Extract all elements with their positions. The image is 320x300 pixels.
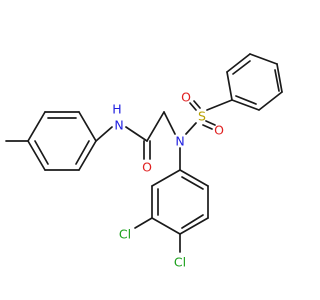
bond-layer xyxy=(5,53,283,253)
bond xyxy=(226,53,251,73)
bond xyxy=(146,111,165,142)
molecule-canvas: H N O N S O O Cl Cl xyxy=(5,53,283,270)
bond xyxy=(274,69,280,92)
bond xyxy=(185,122,197,135)
bond xyxy=(276,63,283,93)
atom-o-sulfonyl-1: O xyxy=(181,90,191,105)
atom-n-sulfonamide: N xyxy=(175,134,184,149)
bond xyxy=(179,169,209,187)
atom-label-layer: H N O N S O O Cl Cl xyxy=(112,90,224,270)
bond xyxy=(151,217,181,235)
bond xyxy=(27,111,46,142)
bond xyxy=(181,214,204,229)
atom-o-sulfonyl-2: O xyxy=(214,123,224,138)
atom-h: H xyxy=(112,102,121,117)
bond xyxy=(27,140,46,171)
molecule-structure: H N O N S O O Cl Cl xyxy=(5,53,283,270)
bond xyxy=(231,99,260,111)
bond xyxy=(226,71,233,101)
bond xyxy=(235,95,257,105)
bond xyxy=(78,111,97,142)
bond xyxy=(181,176,204,190)
bond xyxy=(34,140,49,165)
bond xyxy=(193,100,201,109)
bond xyxy=(95,126,113,142)
bond xyxy=(249,53,278,65)
bond xyxy=(75,140,90,165)
bond xyxy=(232,60,251,75)
atom-s: S xyxy=(198,109,206,124)
bond xyxy=(258,91,283,111)
atom-cl-1: Cl xyxy=(119,227,131,242)
atom-n-amide: N xyxy=(114,118,123,133)
bond xyxy=(125,126,148,142)
bond xyxy=(202,124,213,130)
bond xyxy=(163,111,176,135)
bond xyxy=(78,140,97,171)
bond xyxy=(206,99,233,111)
bond xyxy=(205,120,216,126)
bond xyxy=(179,217,209,235)
atom-o-carbonyl: O xyxy=(142,160,152,175)
bond xyxy=(134,217,153,229)
atom-cl-2: Cl xyxy=(174,255,186,270)
bond xyxy=(189,102,197,111)
bond xyxy=(151,169,181,187)
